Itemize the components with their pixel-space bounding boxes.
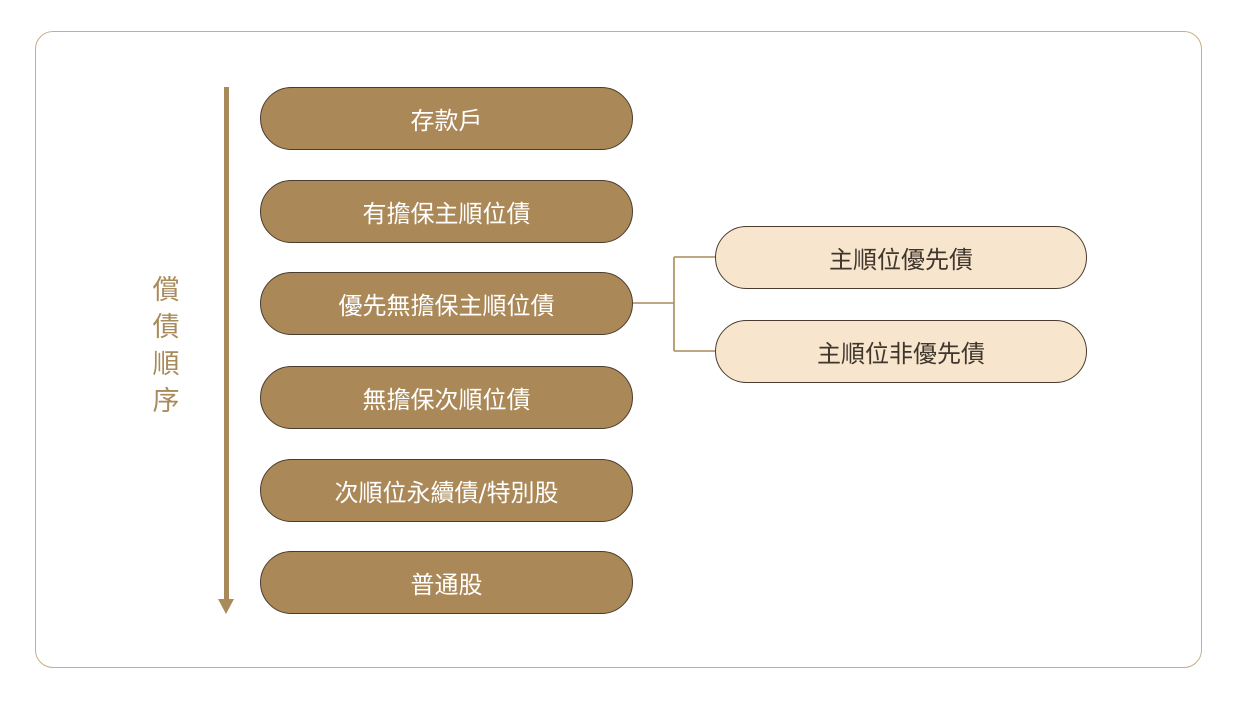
rank-common-stock: 普通股 (260, 551, 633, 614)
rank-unsecured-senior-debt: 優先無擔保主順位債 (260, 272, 633, 335)
rank-unsecured-subordinated-debt: 無擔保次順位債 (260, 366, 633, 429)
repayment-order-label: 償 債 順 序 (152, 275, 180, 417)
sub-rank-senior-non-preferred: 主順位非優先債 (715, 320, 1087, 383)
rank-perpetual-preferred: 次順位永續債/特別股 (260, 459, 633, 522)
diagram-frame (35, 31, 1202, 668)
rank-secured-senior-debt: 有擔保主順位債 (260, 180, 633, 243)
priority-arrow-line (224, 87, 229, 601)
rank-depositors: 存款戶 (260, 87, 633, 150)
sub-rank-senior-preferred: 主順位優先債 (715, 226, 1087, 289)
down-arrow-icon (218, 599, 234, 614)
